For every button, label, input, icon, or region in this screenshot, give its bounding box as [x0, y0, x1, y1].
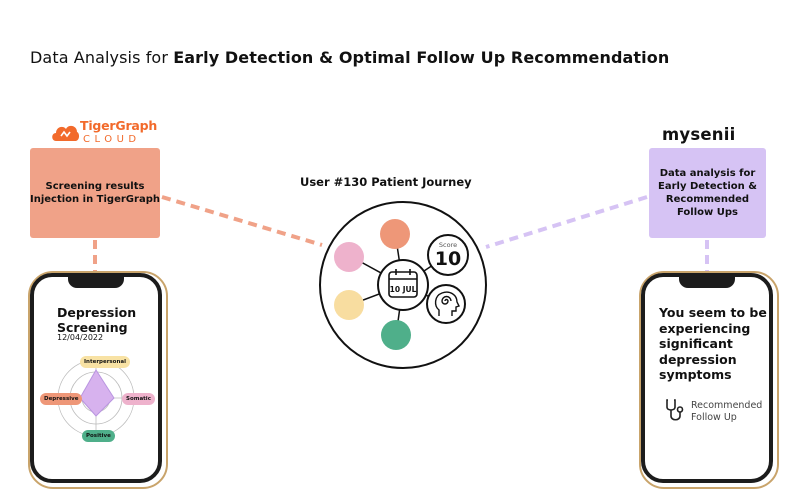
- result-message: You seem to be experiencing significant …: [659, 305, 767, 383]
- tigergraph-cloud-label: CLOUD: [83, 134, 141, 145]
- connectors: [93, 195, 709, 276]
- patient-journey-diagram: Score 10 10 JUL: [319, 201, 487, 369]
- tigergraph-wordmark: TigerGraph: [80, 118, 158, 133]
- radar-label-left: Depressive: [40, 393, 83, 405]
- journey-node-yellow: [334, 290, 364, 320]
- score-value: 10: [435, 248, 461, 270]
- right-phone-notch: [679, 276, 735, 288]
- left-phone-notch: [68, 276, 124, 288]
- title-bold: Early Detection & Optimal Follow Up Reco…: [173, 48, 670, 67]
- data-analysis-box: Data analysis for Early Detection & Reco…: [649, 148, 766, 238]
- box-right-line1: Data analysis for: [659, 168, 756, 179]
- radar-label-top: Interpersonal: [80, 356, 130, 368]
- rec-line1: Recommended: [691, 400, 763, 411]
- recommended-follow-up[interactable]: Recommended Follow Up: [691, 400, 762, 424]
- journey-node-pink: [334, 242, 364, 272]
- result-line2: experiencing: [659, 320, 751, 336]
- radar-shape: [79, 369, 115, 417]
- stethoscope-icon: [666, 399, 684, 421]
- tigergraph-logo: TigerGraph CLOUD: [50, 117, 200, 153]
- calendar-icon: [388, 269, 418, 298]
- screening-title-line1: Depression: [57, 305, 137, 320]
- result-line5: symptoms: [659, 367, 732, 382]
- result-line3: significant: [659, 336, 733, 351]
- score-node: [427, 234, 469, 276]
- result-line4: depression: [659, 351, 737, 367]
- result-line1: You seem to be: [659, 305, 767, 320]
- journey-title: User #130 Patient Journey: [300, 175, 472, 189]
- title-prefix: Data Analysis for: [30, 48, 174, 67]
- dash-right-to-circle: [485, 195, 648, 249]
- score-label: Score: [439, 241, 457, 249]
- depression-screening-title: Depression Screening: [57, 305, 136, 335]
- radar-label-bottom: Positive: [82, 430, 115, 442]
- mysenii-logo: mysenii: [662, 125, 736, 144]
- box-right-line3: Recommended: [665, 194, 750, 205]
- screening-title-line2: Screening: [57, 320, 128, 335]
- dash-left-to-circle: [161, 195, 323, 247]
- journey-node-green: [381, 320, 411, 350]
- box-right-line4: Follow Ups: [677, 207, 738, 218]
- box-right-line2: Early Detection &: [658, 181, 757, 192]
- page-title: Data Analysis for Early Detection & Opti…: [30, 48, 669, 67]
- tiger-cloud-icon: [52, 125, 80, 141]
- radar-label-right: Somatic: [122, 393, 155, 405]
- box-left-line2: Injection in TigerGraph: [30, 194, 160, 205]
- box-left-line1: Screening results: [45, 181, 145, 192]
- journey-node-orange: [380, 219, 410, 249]
- screening-date: 12/04/2022: [57, 333, 104, 342]
- head-spiral-icon: [434, 291, 460, 316]
- calendar-date: 10 JUL: [390, 285, 417, 294]
- rec-line2: Follow Up: [691, 412, 737, 423]
